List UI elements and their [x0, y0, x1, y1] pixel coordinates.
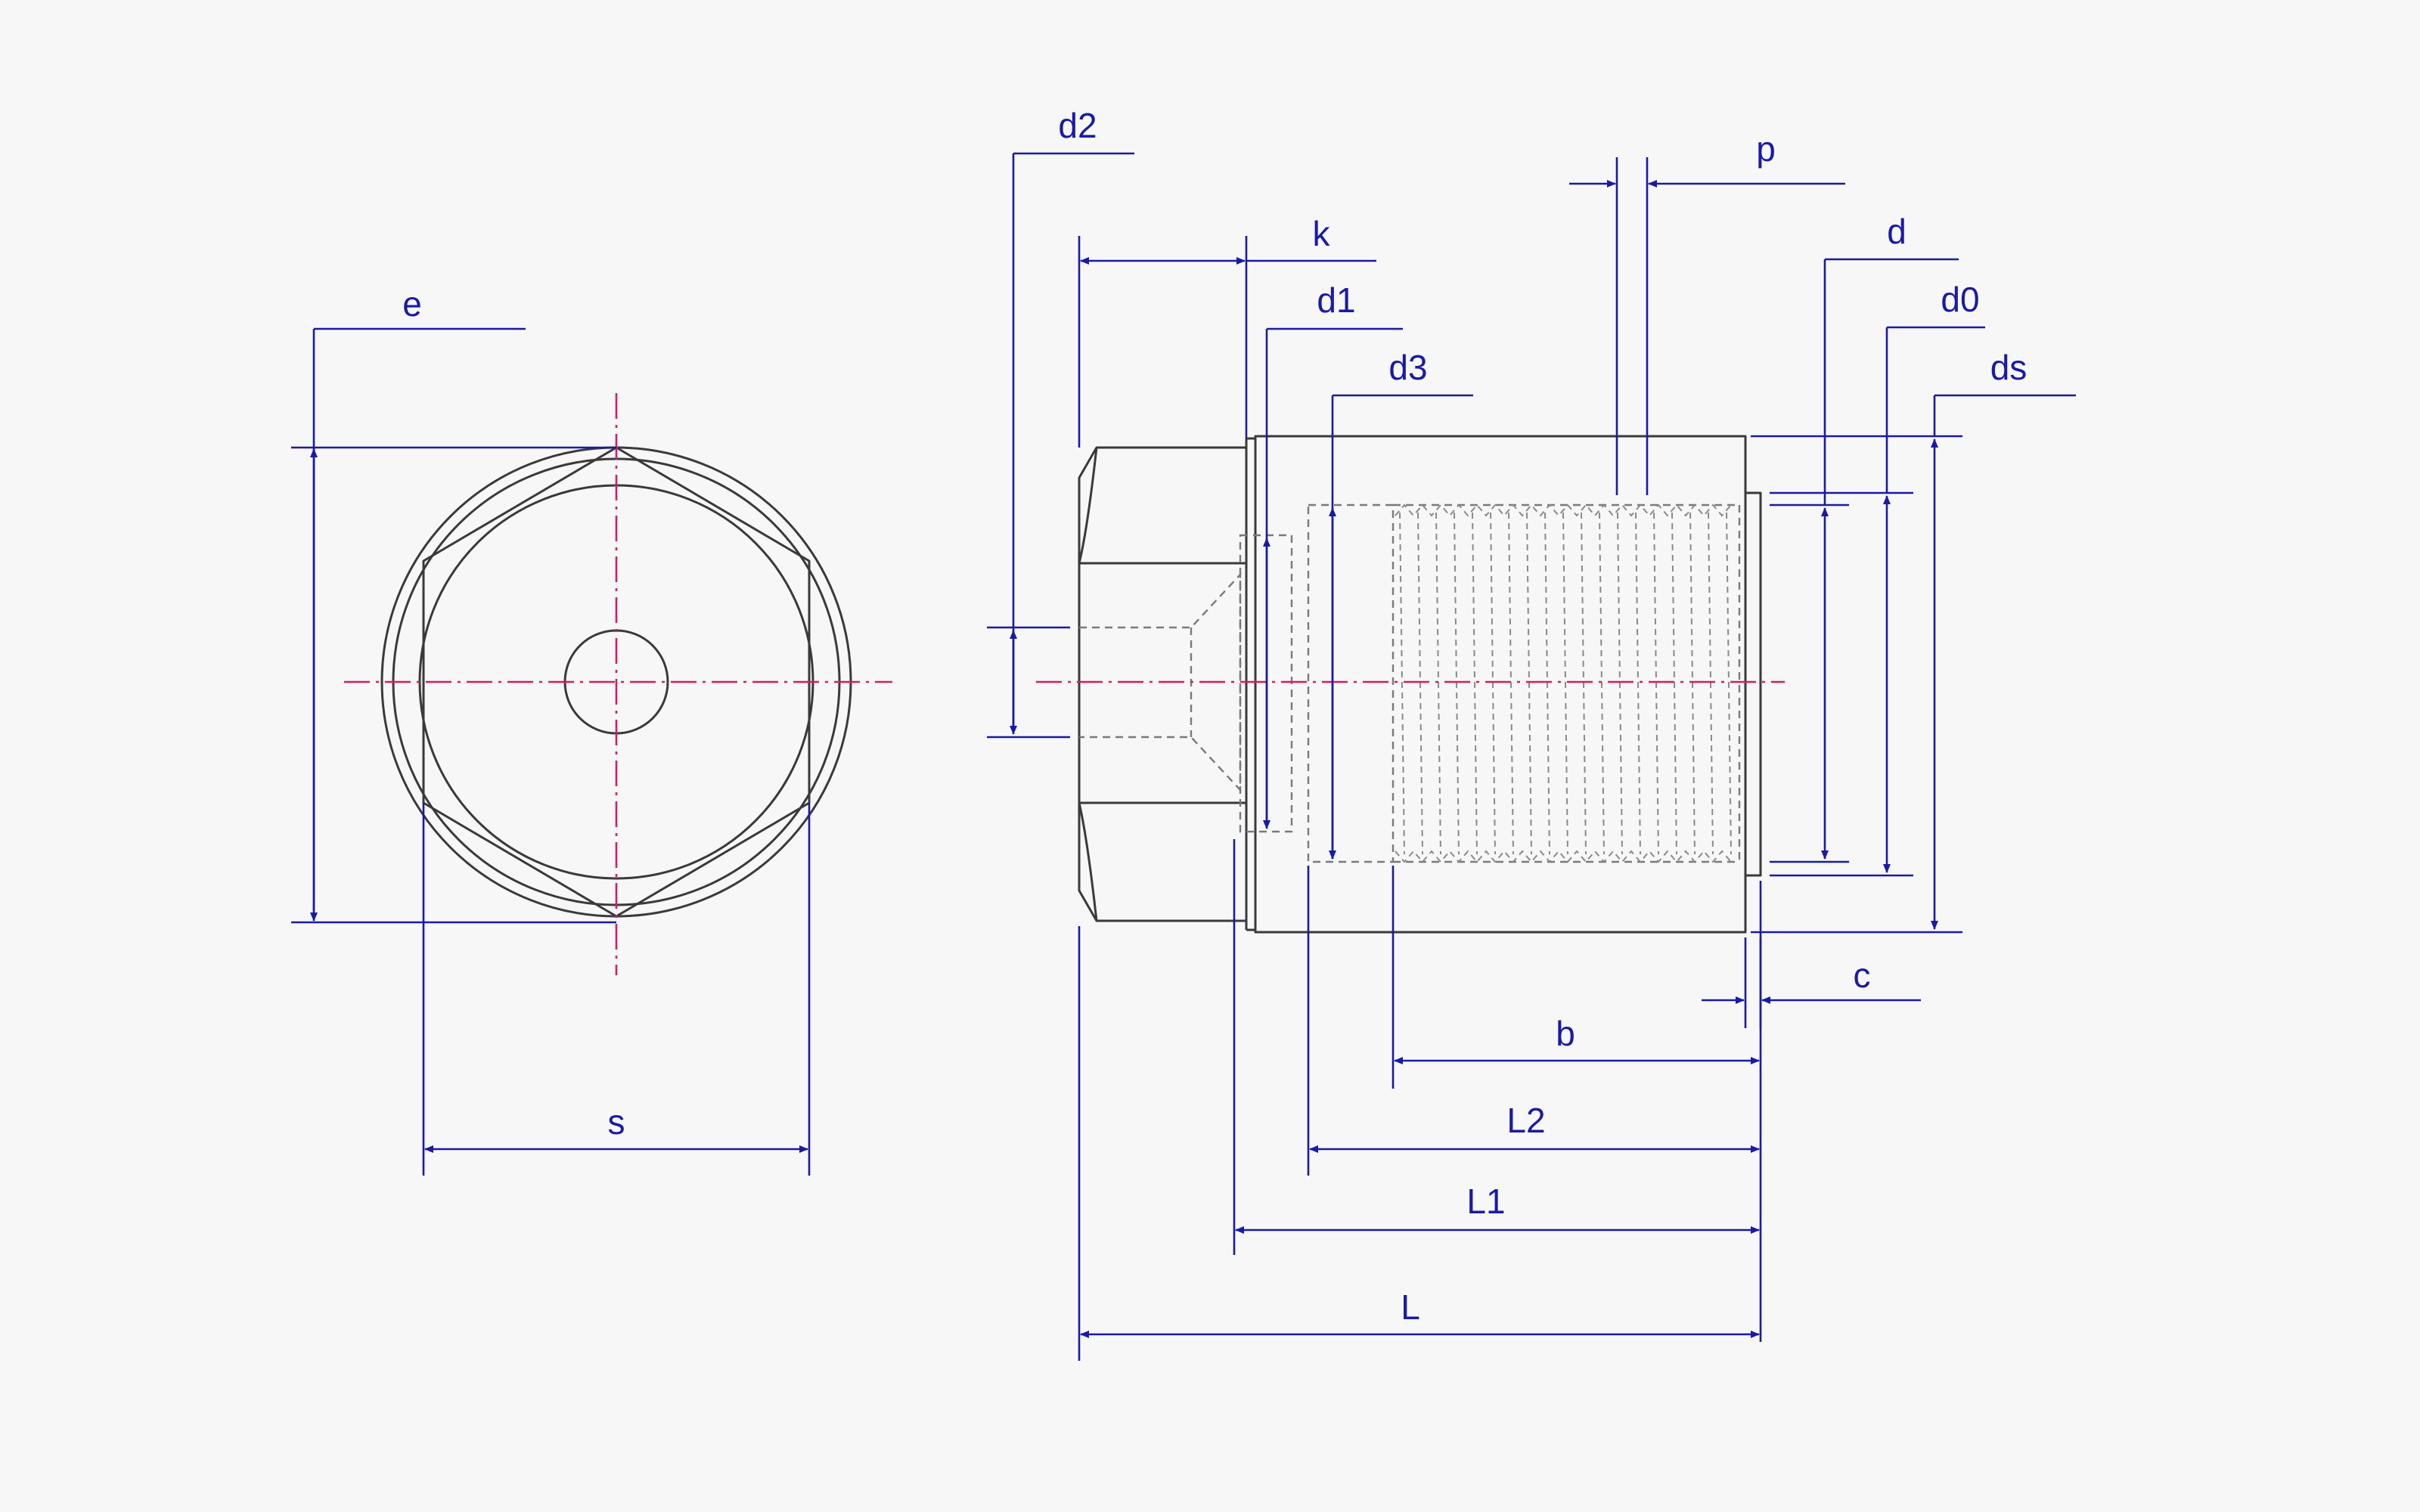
dimension-b: b: [1392, 866, 1762, 1342]
label-ds: ds: [1990, 348, 2028, 387]
hidden-bore-d3: [1307, 503, 1395, 863]
dimension-d: d: [1770, 212, 1959, 863]
thread-end: [1744, 491, 1762, 877]
label-b: b: [1556, 1014, 1575, 1053]
label-p: p: [1756, 129, 1776, 169]
dimension-d0: d0: [1770, 280, 1985, 877]
dimension-d3: d3: [1329, 348, 1473, 860]
label-d3: d3: [1388, 348, 1427, 387]
dimension-L: L: [1078, 926, 1760, 1361]
dimension-ds: ds: [1751, 348, 2076, 934]
dimension-c: c: [1702, 937, 1921, 1028]
label-d1: d1: [1317, 280, 1355, 320]
dimension-p: p: [1569, 129, 1845, 495]
label-c: c: [1854, 956, 1871, 995]
label-d0: d0: [1941, 280, 1979, 319]
side-view: [1036, 435, 1785, 934]
dimension-k: k: [1078, 214, 1376, 448]
label-e: e: [402, 284, 422, 324]
dimension-d1: d1: [1263, 280, 1403, 829]
hidden-hex-socket: [1079, 572, 1242, 793]
dimension-s: s: [422, 803, 811, 1176]
label-k: k: [1313, 214, 1331, 253]
dimension-e: e: [291, 284, 616, 924]
label-d: d: [1887, 212, 1907, 251]
label-L: L: [1401, 1287, 1420, 1327]
label-L1: L1: [1466, 1182, 1505, 1221]
end-view: [344, 393, 892, 975]
hex-head-outline: [1078, 446, 1246, 922]
label-s: s: [608, 1102, 625, 1142]
thread-hatching: [1395, 503, 1732, 863]
dimension-d2: d2: [987, 106, 1134, 739]
dimension-L2: L2: [1307, 866, 1760, 1176]
label-d2: d2: [1058, 106, 1097, 145]
dimension-L1: L1: [1233, 839, 1760, 1255]
label-L2: L2: [1506, 1101, 1545, 1140]
